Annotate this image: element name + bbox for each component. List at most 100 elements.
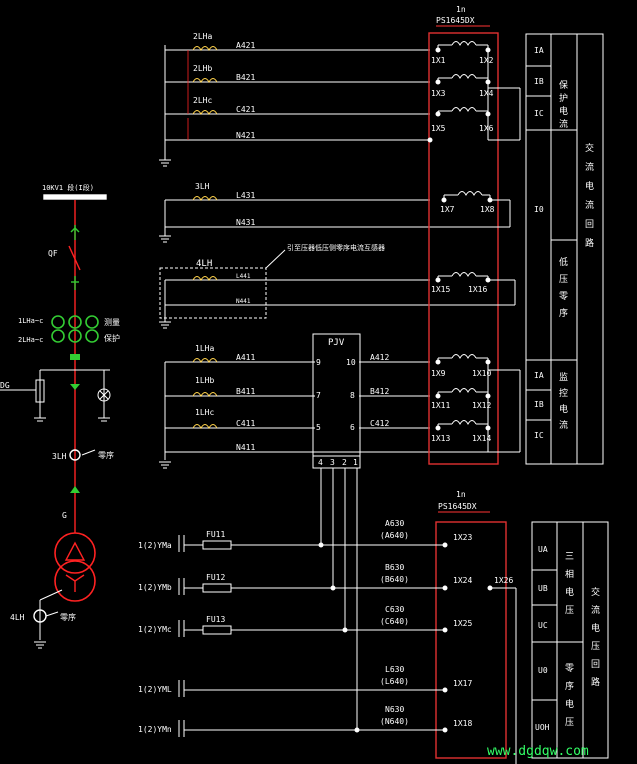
table-top-measure: 监控电流 [559, 373, 569, 431]
wire-n431: N431 [236, 218, 255, 227]
pjv-pin-2: 2 [342, 458, 347, 467]
ct-4lh-label: 4LH [196, 259, 212, 269]
relay-top-box [428, 32, 499, 465]
vwire-a640: (A640) [380, 531, 409, 540]
term-1x24: 1X24 [453, 576, 472, 585]
table-top-i0: I0 [534, 205, 544, 214]
wire-c412: C412 [370, 419, 389, 428]
vwire-l640: (L640) [380, 677, 409, 686]
table-top-ia: IA [534, 46, 544, 55]
zero-ct-label: 3LH [52, 452, 67, 461]
ct-group-protection: 2LHa 2LHb 2LHc A421 B421 C421 N421 [159, 32, 430, 167]
wire-n411: N411 [236, 443, 255, 452]
table-voltage-loop: UA UB UC U0 UOH [531, 521, 609, 759]
lamp-icon [97, 388, 111, 402]
wire-n441: N441 [236, 298, 251, 305]
table-top-protect: 保护电流 [559, 81, 569, 130]
table-top-loop: 交流电流回路 [585, 144, 595, 249]
qf-label: QF [48, 249, 58, 258]
relay-bottom-head: 1n [456, 490, 466, 499]
pjv-pin-8: 8 [350, 391, 355, 400]
wire-a411: A411 [236, 353, 255, 362]
wire-b411: B411 [236, 387, 255, 396]
vwire-n640: (N640) [380, 717, 409, 726]
ct-label-2: 2LHa~c [18, 336, 43, 344]
vbus-l: 1(2)YML [138, 685, 172, 694]
term-1x2: 1X2 [479, 56, 494, 65]
table-top-ib: IB [534, 77, 544, 86]
ct-2lhc-coil [192, 110, 218, 116]
ct-2lhc-label: 2LHc [193, 96, 212, 105]
vwire-a630: A630 [385, 519, 404, 528]
term-1x5: 1X5 [431, 124, 446, 133]
pjv-pin-4: 4 [318, 458, 323, 467]
ct-1lhc-coil [192, 424, 218, 430]
table-top-ia2: IA [534, 371, 544, 380]
ct-2lhb-label: 2LHb [193, 64, 212, 73]
ct-label-1: 1LHa~c [18, 317, 43, 325]
pjv-pin-5: 5 [316, 423, 321, 432]
bus-label: 10KV1 段(I段) [42, 183, 94, 192]
trans-label: G [62, 511, 67, 520]
pjv-pin-1: 1 [353, 458, 358, 467]
table-bottom-zero: 零序电压 [565, 664, 575, 728]
wire-n421: N421 [236, 131, 255, 140]
ct-1lhb-label: 1LHb [195, 376, 214, 385]
term-1x15: 1X15 [431, 285, 450, 294]
pjv-pin-3: 3 [330, 458, 335, 467]
relay-top: 1n PS1645DX 1X1 1X2 1X3 1X4 1X5 1X6 1X7 … [427, 5, 521, 465]
table-top-ic: IC [534, 109, 544, 118]
relay-top-model: PS1645DX [436, 16, 475, 25]
vwire-l630: L630 [385, 665, 404, 674]
ct-2lhb-coil [192, 78, 218, 84]
vwire-c640: (C640) [380, 617, 409, 626]
term-1x11: 1X11 [431, 401, 450, 410]
term-1x10: 1X10 [472, 369, 491, 378]
term-1x14: 1X14 [472, 434, 491, 443]
ct-group-3lh: 3LH L431 N431 [159, 182, 430, 243]
pjv-pin-6: 6 [350, 423, 355, 432]
left-device-label: DG [0, 381, 10, 390]
ct-group-4lh: 4LH L441 N441 引至压器低压侧零序电流互感器 [159, 243, 430, 329]
ct-func-protect: 保护 [104, 333, 120, 343]
term-1x23: 1X23 [453, 533, 472, 542]
relay-bottom: 1n PS1645DX 1X23 1X24 1X25 1X17 1X18 1X2… [430, 490, 517, 764]
vbus-b: 1(2)YMb [138, 583, 172, 592]
table-bottom-u0: U0 [538, 666, 548, 675]
fuse-fu13 [202, 625, 232, 635]
term-1x6: 1X6 [479, 124, 494, 133]
ct-1lhc-label: 1LHc [195, 408, 214, 417]
zero-ct-func: 零序 [98, 450, 114, 460]
vwire-b630: B630 [385, 563, 404, 572]
pjv-title: PJV [328, 338, 345, 348]
vbus-n: 1(2)YMn [138, 725, 172, 734]
term-1x12: 1X12 [472, 401, 491, 410]
zero-ct2-label: 4LH [10, 613, 25, 622]
fuse-fu12-label: FU12 [206, 573, 225, 582]
term-1x4: 1X4 [479, 89, 494, 98]
fuse-fu12 [202, 583, 232, 593]
wire-a412: A412 [370, 353, 389, 362]
term-1x7: 1X7 [440, 205, 455, 214]
wire-a421: A421 [236, 41, 255, 50]
zero-ct-icon [69, 449, 81, 461]
term-1x8: 1X8 [480, 205, 495, 214]
fuse-fu11-label: FU11 [206, 530, 225, 539]
vwire-c630: C630 [385, 605, 404, 614]
table-top-lowzero: 低压零序 [559, 258, 569, 319]
pjv-pin-7: 7 [316, 391, 321, 400]
table-bottom-uc: UC [538, 621, 548, 630]
arrester-icon [35, 379, 45, 403]
table-bottom-threephase: 三相电压 [565, 552, 575, 616]
external-ct-box [159, 267, 267, 319]
voltage-section: 1(2)YMa 1(2)YMb 1(2)YMc 1(2)YML 1(2)YMn … [138, 519, 430, 737]
term-1x9: 1X9 [431, 369, 446, 378]
ct-2lha-label: 2LHa [193, 32, 212, 41]
ct-func-measure: 测量 [104, 318, 120, 327]
transformer-lv-winding [54, 560, 96, 602]
table-top-ic2: IC [534, 431, 544, 440]
term-1x26: 1X26 [494, 576, 513, 585]
table-bottom-ub: UB [538, 584, 548, 593]
transformer-hv-winding [54, 532, 96, 574]
